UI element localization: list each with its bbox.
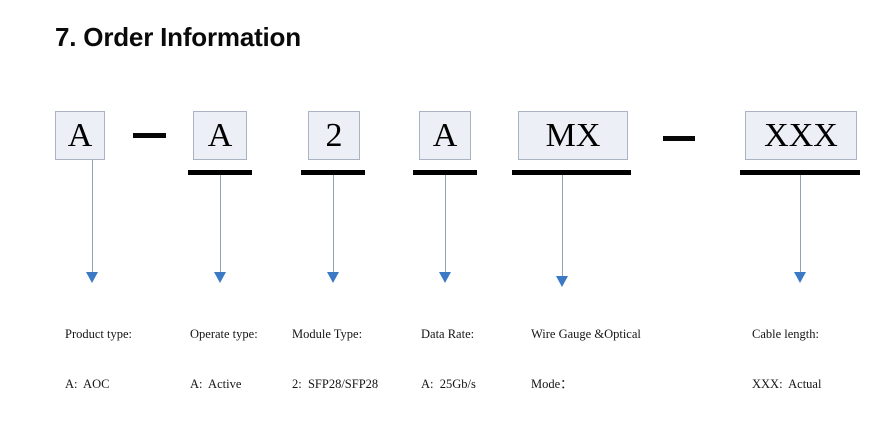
caption-line: Operate type: [190,327,258,341]
dash-separator-1 [133,133,166,138]
caption-operate-type: Operate type: A: Active [190,293,300,421]
arrowhead-icon-product-type [86,272,98,283]
code-box-product-type[interactable]: A [55,111,105,160]
caption-line: A: 25Gb/s [421,376,476,391]
code-box-cable-length[interactable]: XXX [745,111,857,160]
caption-line: Data Rate: [421,327,475,341]
arrowhead-icon-data-rate [439,272,451,283]
leader-line-cable-length [800,175,801,276]
arrowhead-icon-cable-length [794,272,806,283]
caption-module-type: Module Type: 2: SFP28/SFP28 [292,293,422,421]
caption-line: Product type: [65,327,133,341]
under-bar-operate-type [188,170,252,175]
caption-line: Cable length: [752,327,819,341]
leader-line-wire-gauge-optical-mode [562,175,563,280]
under-bar-module-type [301,170,365,175]
leader-line-operate-type [220,175,221,276]
caption-cable-length: Cable length: XXX: Actual length [752,293,872,421]
under-bar-wire-gauge-optical-mode [512,170,631,175]
caption-wire-gauge-optical-mode: Wire Gauge &Optical Mode： M2: OM2 M3: OM… [531,293,681,421]
caption-product-type: Product type: A: AOC [65,293,185,421]
dash-separator-2 [663,136,695,141]
caption-line: Wire Gauge &Optical [531,327,641,341]
leader-line-module-type [333,175,334,276]
under-bar-cable-length [740,170,860,175]
caption-data-rate: Data Rate: A: 25Gb/s [421,293,531,421]
caption-line: A: AOC [65,376,110,391]
arrowhead-icon-wire-gauge-optical-mode [556,276,568,287]
leader-line-product-type [92,160,93,276]
caption-line: XXX: Actual [752,376,822,391]
code-box-module-type[interactable]: 2 [308,111,360,160]
caption-line: A: Active [190,376,242,391]
arrowhead-icon-operate-type [214,272,226,283]
page-title: 7. Order Information [55,22,301,52]
leader-line-data-rate [445,175,446,276]
code-box-data-rate[interactable]: A [419,111,471,160]
code-box-wire-gauge-optical-mode[interactable]: MX [518,111,628,160]
code-box-operate-type[interactable]: A [193,111,247,160]
arrowhead-icon-module-type [327,272,339,283]
caption-line: Mode： [531,376,573,391]
caption-line: Module Type: [292,327,363,341]
under-bar-data-rate [413,170,477,175]
caption-line: 2: SFP28/SFP28 [292,376,379,391]
